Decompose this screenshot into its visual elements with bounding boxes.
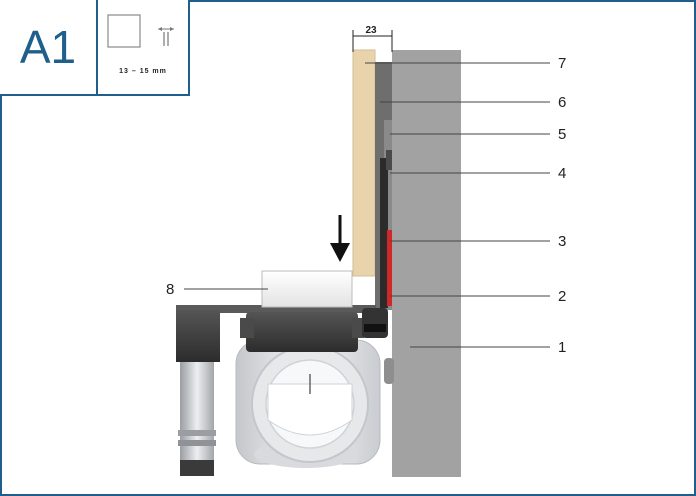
wall-bump xyxy=(384,358,394,384)
arrow-head xyxy=(330,243,350,262)
shelf-plate xyxy=(176,305,376,313)
pipe-ring-1 xyxy=(178,430,216,436)
dimension-label: 23 xyxy=(365,25,377,36)
profile-strip xyxy=(380,158,388,308)
frame-lip-right xyxy=(352,318,364,338)
step-badge: A1 xyxy=(0,0,98,96)
tile-square xyxy=(107,14,141,48)
tile-thickness-icon xyxy=(107,14,174,48)
callout-5: 5 xyxy=(558,126,566,143)
callout-7: 7 xyxy=(558,55,566,72)
left-support xyxy=(176,310,220,362)
frame-lip xyxy=(240,318,254,338)
pipe-cap xyxy=(180,460,214,476)
clamp-ring xyxy=(364,324,386,332)
profile-top xyxy=(386,150,392,170)
drain-frame xyxy=(246,312,358,352)
grate-box xyxy=(261,270,353,308)
callout-6: 6 xyxy=(558,94,566,111)
board xyxy=(353,50,375,276)
drain-trap-water xyxy=(267,383,353,436)
wall xyxy=(392,50,461,477)
callout-2: 2 xyxy=(558,288,566,305)
thickness-range: 13 – 15 mm xyxy=(119,68,167,75)
callout-8: 8 xyxy=(166,281,174,298)
thickness-inset: 13 – 15 mm xyxy=(98,0,190,96)
red-gasket xyxy=(387,230,392,306)
callout-1: 1 xyxy=(558,339,566,356)
gauge-arrow-left xyxy=(158,27,162,31)
pipe-ring-2 xyxy=(178,440,216,446)
gauge-arrow-right xyxy=(170,27,174,31)
callout-4: 4 xyxy=(558,165,566,182)
callout-3: 3 xyxy=(558,233,566,250)
step-label: A1 xyxy=(19,21,77,73)
clamp xyxy=(362,308,388,338)
